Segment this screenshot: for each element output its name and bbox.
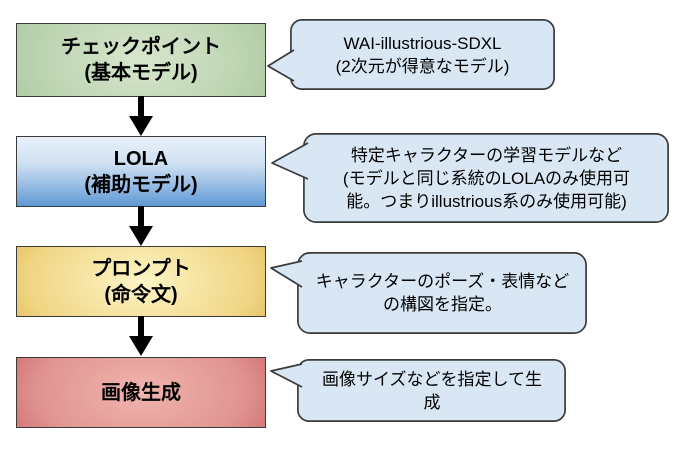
speech-bubble-shape bbox=[271, 133, 669, 223]
note-text: 特定キャラクターの学習モデルなど (モデルと同じ系統のLOLAのみ使用可 能。つ… bbox=[304, 133, 669, 223]
note-line: (2次元が得意なモデル) bbox=[335, 56, 510, 76]
flow-box-prompt: プロンプト (命令文) bbox=[16, 246, 266, 317]
speech-bubble-shape bbox=[267, 19, 555, 90]
note-line: 特定キャラクターの学習モデルなど bbox=[350, 145, 623, 165]
note-line: 成 bbox=[423, 392, 441, 412]
callout-checkpoint-note: WAI-illustrious-SDXL (2次元が得意なモデル) bbox=[267, 19, 555, 90]
flow-box-title: LOLA bbox=[113, 147, 169, 170]
note-line: キャラクターのポーズ・表情など bbox=[315, 272, 570, 291]
arrow-down-shape bbox=[129, 206, 153, 246]
callout-lora-note: 特定キャラクターの学習モデルなど (モデルと同じ系統のLOLAのみ使用可 能。つ… bbox=[271, 133, 670, 223]
flow-box-checkpoint: チェックポイント (基本モデル) bbox=[16, 23, 266, 97]
flow-box-subtitle: (補助モデル) bbox=[84, 173, 198, 196]
flow-box-lora: LOLA (補助モデル) bbox=[16, 136, 266, 207]
note-text: 画像サイズなどを指定して生 成 bbox=[298, 359, 566, 422]
flow-box-generate: 画像生成 bbox=[16, 357, 266, 428]
flow-box-subtitle: (基本モデル) bbox=[84, 62, 198, 84]
note-line: WAI-illustrious-SDXL bbox=[343, 33, 502, 53]
note-text: キャラクターのポーズ・表情など の構図を指定。 bbox=[298, 252, 587, 334]
note-line: 画像サイズなどを指定して生 bbox=[322, 369, 542, 389]
speech-bubble-tail bbox=[267, 49, 295, 82]
note-line: の構図を指定。 bbox=[383, 295, 502, 314]
flow-box-subtitle: (命令文) bbox=[104, 283, 178, 306]
speech-bubble-shape bbox=[270, 252, 587, 334]
arrow-down-icon bbox=[129, 316, 153, 356]
note-line: 能。つまりillustrious系のみ使用可能) bbox=[346, 191, 627, 211]
arrow-down-icon bbox=[129, 96, 153, 136]
note-line: (モデルと同じ系統のLOLAのみ使用可 bbox=[342, 168, 631, 188]
callout-prompt-note: キャラクターのポーズ・表情など の構図を指定。 bbox=[270, 252, 588, 334]
flow-box-title: プロンプト bbox=[91, 257, 191, 280]
arrow-down-icon bbox=[129, 206, 153, 246]
speech-bubble-shape bbox=[270, 359, 566, 422]
flow-box-title: 画像生成 bbox=[101, 381, 181, 404]
arrow-down-shape bbox=[129, 96, 153, 136]
speech-bubble-tail bbox=[271, 142, 309, 180]
speech-bubble-tail bbox=[270, 260, 303, 288]
speech-bubble-tail bbox=[270, 363, 303, 388]
flow-box-title: チェックポイント bbox=[61, 36, 221, 58]
note-text: WAI-illustrious-SDXL (2次元が得意なモデル) bbox=[291, 19, 554, 90]
arrow-down-shape bbox=[129, 316, 153, 356]
callout-generate-note: 画像サイズなどを指定して生 成 bbox=[270, 359, 567, 422]
